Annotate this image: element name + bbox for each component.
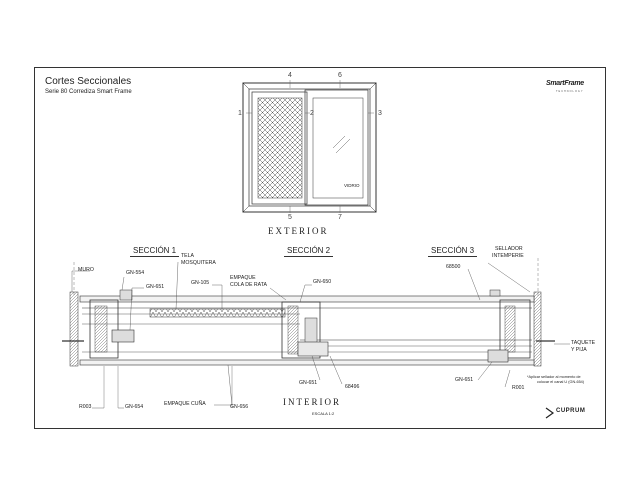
exterior-label: EXTERIOR [268,226,329,236]
label-nota-2: colocar el canal U (GN-654) [537,380,585,384]
label-y-pija: Y PIJA [571,347,587,353]
label-gn650: GN-650 [313,279,332,285]
cuprum-logo-mark [545,407,555,419]
interior-label: INTERIOR [283,397,341,407]
smartframe-logo-subtext: TECHNOLOGY [556,90,584,93]
section-2-heading: SECCIÓN 2 [284,246,334,257]
cuprum-logo: CUPRUM [556,408,586,414]
label-tela: TELA [181,253,194,259]
label-gn656: GN-656 [230,404,249,410]
label-sellador: SELLADOR [495,246,523,252]
window-elevation [242,80,377,213]
label-cola-de-rata: COLA DE RATA [230,282,267,288]
marker-1: 1 [238,110,242,117]
label-taquete: TAQUETE [571,340,596,346]
section-1-heading: SECCIÓN 1 [130,246,180,257]
marker-3: 3 [378,110,382,117]
marker-7: 7 [338,214,342,221]
label-68500: 68500 [446,264,461,270]
marker-6: 6 [338,72,342,79]
marker-5: 5 [288,214,292,221]
label-empaque-cuna: EMPAQUE CUÑA [164,401,206,407]
scale-label: ESCALA 1:2 [312,411,335,416]
marker-4: 4 [288,72,292,79]
page-title: Cortes Seccionales [45,76,132,87]
label-intemperie: INTEMPERIE [492,253,524,259]
marker-2: 2 [310,110,314,117]
glass-label: VIDRIO [344,183,360,188]
section-3-heading: SECCIÓN 3 [428,246,478,257]
label-gn105: GN-105 [191,280,210,286]
label-empaque-cola: EMPAQUE [230,275,256,281]
label-muro: MURO [78,267,94,273]
label-gn654: GN-654 [125,404,144,410]
leader-lines [71,261,570,409]
label-gn651-bottom: GN-651 [299,380,318,386]
smartframe-logo: SmartFrame [546,80,584,87]
label-mosquitera: MOSQUITERA [181,260,216,266]
label-68496: 68496 [345,384,360,390]
label-gn651-top: GN-651 [146,284,165,290]
label-gn651-right: GN-651 [455,377,474,383]
label-r003: R003 [79,404,92,410]
section-drawing [62,258,555,408]
label-gn554: GN-554 [126,270,145,276]
label-nota-1: *Aplicar sellador al momento de [527,375,581,379]
drawing-sheet [34,67,606,429]
page-subtitle: Serie 80 Corrediza Smart Frame [45,89,132,95]
label-r001: R001 [512,385,525,391]
